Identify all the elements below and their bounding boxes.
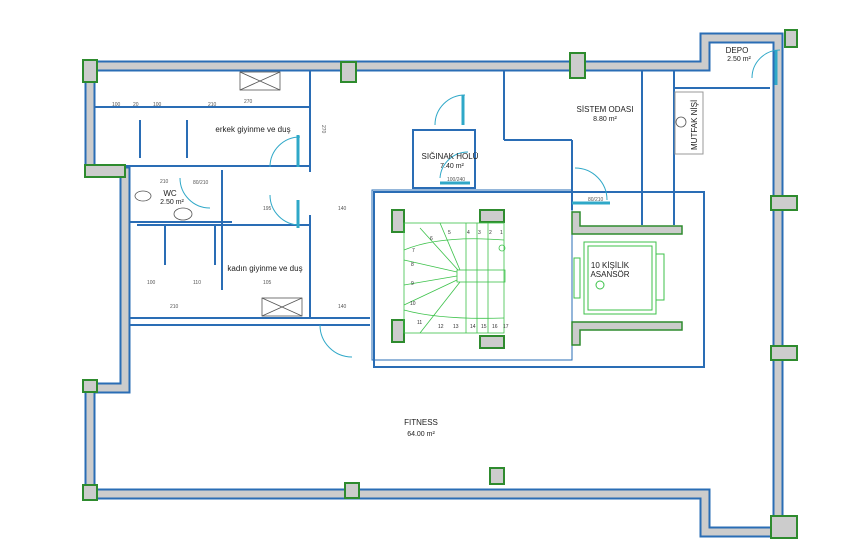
column bbox=[82, 484, 98, 501]
door-swing bbox=[269, 194, 301, 226]
step-number: 5 bbox=[448, 230, 451, 236]
dimension: 195 bbox=[263, 206, 272, 212]
room-area-wc: 2.50 m² bbox=[160, 199, 184, 206]
dimension: 20 bbox=[133, 102, 139, 108]
stair-step-numbers: 1 2 3 4 5 6 7 8 9 10 11 12 13 14 15 16 1… bbox=[410, 230, 509, 330]
dimension: 270 bbox=[244, 99, 253, 105]
door-label: 80/210 bbox=[588, 197, 604, 203]
step-number: 11 bbox=[417, 320, 422, 326]
column bbox=[344, 482, 360, 499]
step-number: 2 bbox=[489, 230, 492, 236]
door-swing bbox=[439, 151, 469, 179]
dimension: 210 bbox=[208, 102, 217, 108]
room-name-wc: WC bbox=[163, 189, 177, 198]
step-number: 10 bbox=[410, 301, 416, 307]
column bbox=[770, 195, 798, 211]
column bbox=[391, 209, 405, 233]
elevator bbox=[573, 241, 665, 315]
interior-walls bbox=[95, 70, 770, 368]
column bbox=[770, 515, 798, 539]
sink bbox=[173, 207, 193, 221]
door-swing bbox=[574, 167, 608, 201]
doors bbox=[179, 49, 781, 358]
step-number: 6 bbox=[430, 236, 433, 242]
room-name-erkek: erkek giyinme ve duş bbox=[215, 125, 290, 134]
columns bbox=[82, 29, 798, 539]
door-swing bbox=[434, 94, 466, 126]
room-name-sistem: SİSTEM ODASI bbox=[577, 105, 634, 114]
mutfak-sink-icon bbox=[675, 116, 687, 128]
step-number: 1 bbox=[500, 230, 503, 236]
column bbox=[784, 29, 798, 48]
room-area-siginak: 7.40 m² bbox=[440, 163, 464, 170]
column bbox=[82, 59, 98, 83]
toilet bbox=[134, 190, 152, 202]
column bbox=[82, 379, 98, 393]
wall-segments bbox=[571, 211, 683, 346]
step-number: 8 bbox=[411, 262, 414, 268]
door-label: 80/210 bbox=[193, 180, 209, 186]
column bbox=[479, 335, 505, 349]
step-number: 17 bbox=[503, 324, 509, 330]
dimension: 110 bbox=[193, 280, 201, 286]
room-name-mutfak: MUTFAK NİŞİ bbox=[690, 100, 699, 150]
column bbox=[479, 209, 505, 223]
column bbox=[569, 52, 586, 79]
door-label: 100/240 bbox=[447, 177, 465, 183]
column bbox=[770, 345, 798, 361]
room-area-fitness: 64.00 m² bbox=[407, 431, 435, 438]
step-number: 14 bbox=[470, 324, 476, 330]
column bbox=[84, 164, 126, 178]
door-swing bbox=[269, 136, 301, 168]
dimension-labels: 100 20 100 270 210 195 140 100 110 105 2… bbox=[112, 99, 347, 310]
dimension: 140 bbox=[338, 304, 347, 310]
room-name-siginak: SIĞINAK HOLÜ bbox=[422, 152, 479, 161]
dimension: 270 bbox=[320, 125, 326, 134]
shower-tray bbox=[261, 297, 303, 317]
step-number: 12 bbox=[438, 324, 444, 330]
dimension: 100 bbox=[112, 102, 121, 108]
dimension: 100 bbox=[147, 280, 156, 286]
column bbox=[391, 319, 405, 343]
step-number: 7 bbox=[412, 248, 415, 254]
dimension: 100 bbox=[153, 102, 162, 108]
column bbox=[489, 467, 505, 485]
elevator-label-line2: ASANSÖR bbox=[590, 270, 629, 279]
fixtures bbox=[134, 71, 687, 317]
room-name-fitness: FITNESS bbox=[404, 418, 438, 427]
step-number: 15 bbox=[481, 324, 487, 330]
door-swing bbox=[319, 324, 353, 358]
room-labels: FITNESS 64.00 m² SİSTEM ODASI 8.80 m² DE… bbox=[160, 46, 751, 438]
room-name-depo: DEPO bbox=[726, 46, 749, 55]
shower-tray bbox=[239, 71, 281, 91]
dimension: 210 bbox=[160, 179, 169, 185]
staircase bbox=[403, 222, 506, 334]
step-number: 13 bbox=[453, 324, 459, 330]
room-area-sistem: 8.80 m² bbox=[593, 116, 617, 123]
column bbox=[340, 61, 357, 83]
room-name-kadin: kadın giyinme ve duş bbox=[227, 264, 302, 273]
step-number: 3 bbox=[478, 230, 481, 236]
step-number: 9 bbox=[411, 281, 414, 287]
elevator-label-line1: 10 KİŞİLİK bbox=[591, 261, 630, 270]
step-number: 4 bbox=[467, 230, 470, 236]
dimension: 210 bbox=[170, 304, 179, 310]
dimension: 105 bbox=[263, 280, 272, 286]
step-number: 16 bbox=[492, 324, 498, 330]
dimension: 140 bbox=[338, 206, 347, 212]
door-swing bbox=[179, 177, 211, 209]
room-area-depo: 2.50 m² bbox=[727, 56, 751, 63]
